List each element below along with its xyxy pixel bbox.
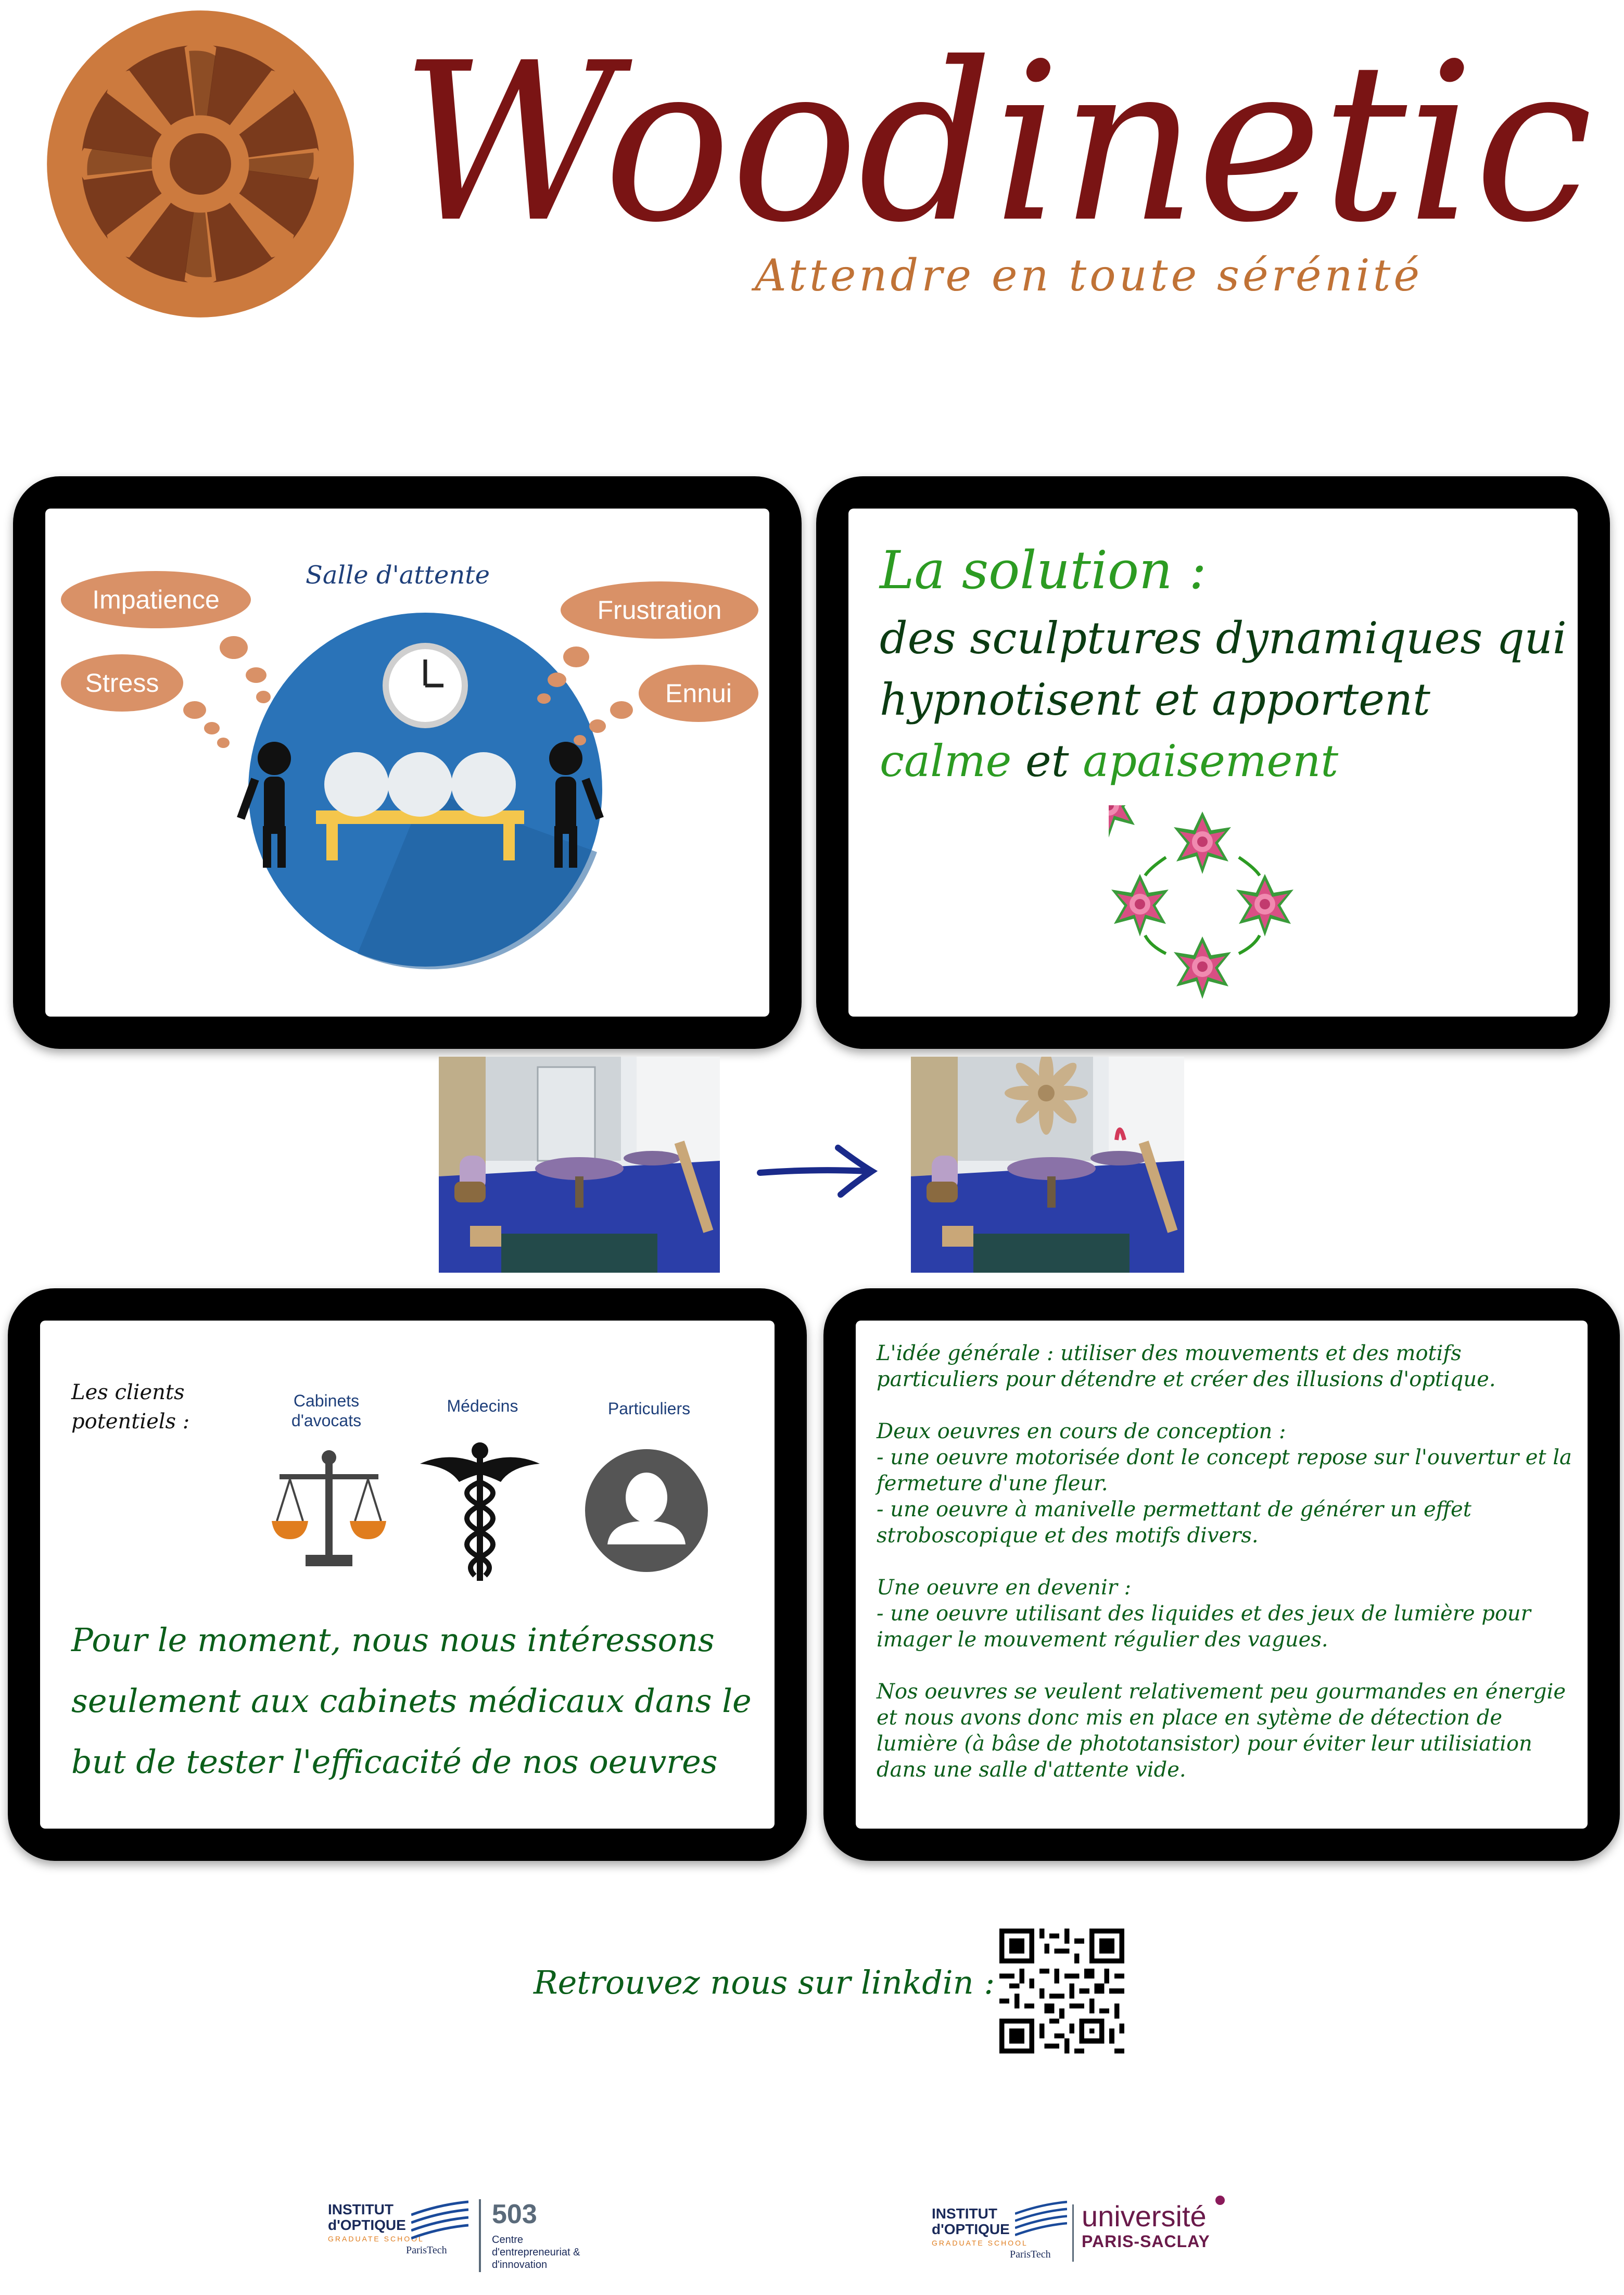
institut-optique-logo-2-line-4: ParisTech xyxy=(1010,2249,1051,2260)
institut-optique-logo-2-line-2: d'OPTIQUE xyxy=(932,2221,1010,2237)
frustration-bubble: Frustration xyxy=(561,581,758,639)
institut-optique-logo-line-4: ParisTech xyxy=(406,2245,447,2256)
thought-dot xyxy=(183,701,206,719)
solution-line-3: calme et apaisement xyxy=(880,736,1338,787)
clients-focus-line-3: but de tester l'efficacité de nos oeuvre… xyxy=(71,1743,718,1781)
waiting-room-photo-after xyxy=(911,1057,1184,1273)
svg-text:Woodinetic: Woodinetic xyxy=(401,16,1593,250)
clients-label: Les clients potentiels : xyxy=(71,1378,189,1436)
word-calme: calme xyxy=(880,736,1012,787)
universite-logo-line-1: université xyxy=(1082,2200,1207,2233)
current-works-heading: Deux oeuvres en cours de conception : xyxy=(877,1419,1286,1443)
client-lawyers-label-line-1: Cabinets xyxy=(293,1391,360,1410)
solution-line-1: des sculptures dynamiques qui xyxy=(880,613,1567,664)
waiting-room-illustration xyxy=(237,613,604,970)
clients-focus-text: Pour le moment, nous nous intéressons se… xyxy=(71,1609,764,1792)
clients-label-line-1: Les clients xyxy=(71,1380,185,1404)
clients-focus-line-2: seulement aux cabinets médicaux dans le xyxy=(71,1682,752,1720)
client-individuals-label: Particuliers xyxy=(607,1399,691,1418)
impatience-bubble: Impatience xyxy=(61,571,251,628)
linkedin-qr-code[interactable] xyxy=(999,1929,1124,2053)
503-logo-line-2: d'entrepreneuriat & xyxy=(492,2247,580,2258)
503-logo-line-1: Centre xyxy=(492,2234,524,2246)
flower-cycle-icon xyxy=(1109,805,1293,999)
scales-icon xyxy=(272,1450,386,1566)
solution-panel: La solution : des sculptures dynamiques … xyxy=(816,476,1610,1049)
logo-divider xyxy=(479,2199,481,2272)
thought-dot xyxy=(610,701,633,719)
solution-title: La solution : xyxy=(880,540,1207,601)
client-lawyers-label: Cabinets d'avocats xyxy=(269,1391,384,1430)
thought-dot xyxy=(537,693,551,704)
concept-current-works: Deux oeuvres en cours de conception : - … xyxy=(877,1418,1579,1549)
client-doctors-label: Médecins xyxy=(447,1397,518,1415)
current-work-2: - une oeuvre à manivelle permettant de g… xyxy=(877,1498,1471,1548)
current-work-1: - une oeuvre motorisée dont le concept r… xyxy=(877,1446,1572,1495)
concept-future-work: Une oeuvre en devenir : - une oeuvre uti… xyxy=(877,1575,1579,1653)
waiting-room-photo-before xyxy=(439,1057,720,1273)
thought-dot xyxy=(548,673,566,687)
waiting-room-panel: Salle d'attente xyxy=(13,476,802,1049)
institut-optique-logo-line-2: d'OPTIQUE xyxy=(328,2217,406,2233)
institut-optique-logo-line-1: INSTITUT xyxy=(328,2201,394,2217)
concept-energy: Nos oeuvres se veulent relativement peu … xyxy=(877,1680,1566,1782)
thought-dot xyxy=(563,646,589,667)
institut-optique-logo-line-3: GRADUATE SCHOOL xyxy=(328,2235,424,2243)
thought-dot xyxy=(256,691,271,703)
clients-panel: Les clients potentiels : Cabinets d'avoc… xyxy=(8,1288,807,1861)
thought-dot xyxy=(217,738,230,748)
stress-bubble: Stress xyxy=(61,654,183,712)
linkedin-text: Retrouvez nous sur linkdin : xyxy=(534,1963,995,2001)
institut-optique-logo: INSTITUT d'OPTIQUE GRADUATE SCHOOL Paris… xyxy=(328,2202,448,2280)
thought-dot xyxy=(220,636,248,659)
institut-optique-waves-icon-2 xyxy=(1015,2200,1067,2236)
client-lawyers-label-line-2: d'avocats xyxy=(291,1411,362,1430)
word-et: et xyxy=(1011,736,1083,787)
future-work-heading: Une oeuvre en devenir : xyxy=(877,1576,1132,1600)
person-icon xyxy=(585,1449,708,1572)
thought-dot xyxy=(204,722,220,734)
thought-dot xyxy=(589,719,606,733)
solution-line-2: hypnotisent et apportent xyxy=(880,674,1430,725)
503-logo-line-3: d'innovation xyxy=(492,2259,548,2271)
clients-focus-line-1: Pour le moment, nous nous intéressons xyxy=(71,1621,715,1659)
503-logo-number: 503 xyxy=(492,2199,537,2229)
thought-dot xyxy=(574,735,586,745)
institut-optique-waves-icon xyxy=(411,2200,468,2240)
concept-intro: L'idée générale : utiliser des mouvement… xyxy=(877,1341,1496,1391)
waiting-room-title: Salle d'attente xyxy=(306,561,490,590)
concept-panel: L'idée générale : utiliser des mouvement… xyxy=(823,1288,1620,1861)
institut-optique-logo-2: INSTITUT d'OPTIQUE GRADUATE SCHOOL Paris… xyxy=(932,2206,1051,2284)
logo-divider-2 xyxy=(1072,2204,1074,2262)
word-apaisement: apaisement xyxy=(1083,736,1339,787)
institut-optique-logo-2-line-3: GRADUATE SCHOOL xyxy=(932,2239,1028,2247)
universite-logo-line-2: PARIS-SACLAY xyxy=(1082,2232,1210,2251)
future-work-1: - une oeuvre utilisant des liquides et d… xyxy=(877,1602,1531,1652)
concept-text: L'idée générale : utiliser des mouvement… xyxy=(877,1340,1579,1809)
503-logo: 503 Centre d'entrepreneuriat & d'innovat… xyxy=(492,2199,612,2271)
clients-label-line-2: potentiels : xyxy=(71,1410,190,1434)
thought-dot xyxy=(246,667,267,683)
woodinetic-wheel-logo xyxy=(47,10,354,318)
tagline: Attendre en toute sérénité xyxy=(755,250,1423,301)
universite-paris-saclay-logo: université PARIS-SACLAY xyxy=(1082,2201,1248,2251)
ennui-bubble: Ennui xyxy=(639,665,758,722)
universite-logo-dot xyxy=(1215,2196,1225,2205)
arrow-right-icon xyxy=(757,1145,878,1198)
institut-optique-logo-2-line-1: INSTITUT xyxy=(932,2205,997,2222)
brand-name: Woodinetic xyxy=(401,16,1593,250)
caduceus-icon xyxy=(420,1442,540,1581)
